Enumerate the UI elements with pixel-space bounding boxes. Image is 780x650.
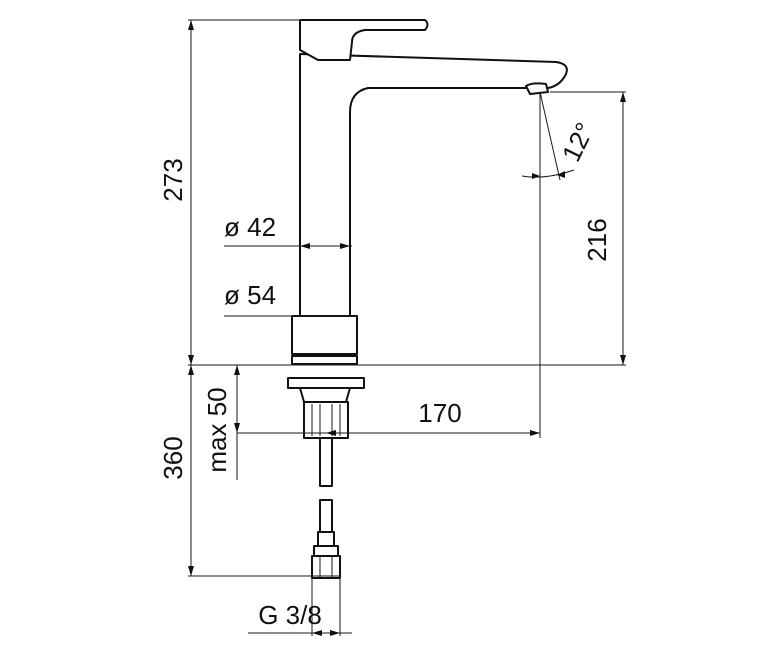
- label-max-thickness: max 50: [202, 387, 232, 472]
- hose-collar: [317, 531, 335, 547]
- aerator: [525, 82, 549, 95]
- dimension-lines: [188, 19, 626, 636]
- arrow-reach-right: [530, 430, 540, 436]
- arrow-max-thickness-bottom: [234, 423, 240, 433]
- arrow-total-height-bottom: [188, 355, 194, 365]
- arrow-reach-left: [326, 430, 336, 436]
- arrow-max-thickness-top: [234, 365, 240, 375]
- label-hose-length: 360: [158, 436, 188, 479]
- faucet-body: [291, 19, 568, 355]
- arrow-spout-height-top: [620, 92, 626, 102]
- arrow-angle-left: [532, 173, 540, 179]
- arrow-body-diameter-right: [340, 243, 350, 249]
- arrow-connection-left: [312, 630, 322, 636]
- arrow-connection-right: [330, 630, 340, 636]
- spout-angle-line: [539, 91, 561, 181]
- arrow-hose-length-top: [188, 365, 194, 375]
- hose-nut: [311, 555, 341, 579]
- counter-plate: [291, 355, 358, 365]
- label-base-diameter: ø 54: [224, 280, 276, 310]
- base-ring: [291, 315, 358, 355]
- faucet-column-and-spout: [299, 53, 568, 317]
- label-connection: G 3/8: [258, 600, 322, 630]
- hose-fitting: [313, 545, 339, 557]
- hose-upper-section: [319, 437, 333, 487]
- flexible-hose: [311, 437, 341, 579]
- arrow-total-height-top: [188, 20, 194, 30]
- label-body-diameter: ø 42: [224, 212, 276, 242]
- mounting-washer: [287, 377, 365, 389]
- mounting-nut: [299, 387, 351, 403]
- label-spout-height: 216: [582, 218, 612, 261]
- label-total-height: 273: [158, 158, 188, 201]
- hose-lower-section: [319, 499, 333, 533]
- angle-arc: [521, 169, 575, 178]
- label-reach: 170: [418, 398, 461, 428]
- dimension-labels: 273 216 12° ø 42 ø 54 170 max 50 360 G 3…: [158, 118, 612, 630]
- arrow-spout-height-bottom: [620, 355, 626, 365]
- label-spout-angle: 12°: [556, 118, 600, 166]
- arrow-hose-length-bottom: [188, 566, 194, 576]
- lever-handle: [299, 19, 429, 61]
- arrow-angle-right: [557, 171, 565, 178]
- arrow-body-diameter-left: [300, 243, 310, 249]
- mounting-hardware: [287, 355, 365, 439]
